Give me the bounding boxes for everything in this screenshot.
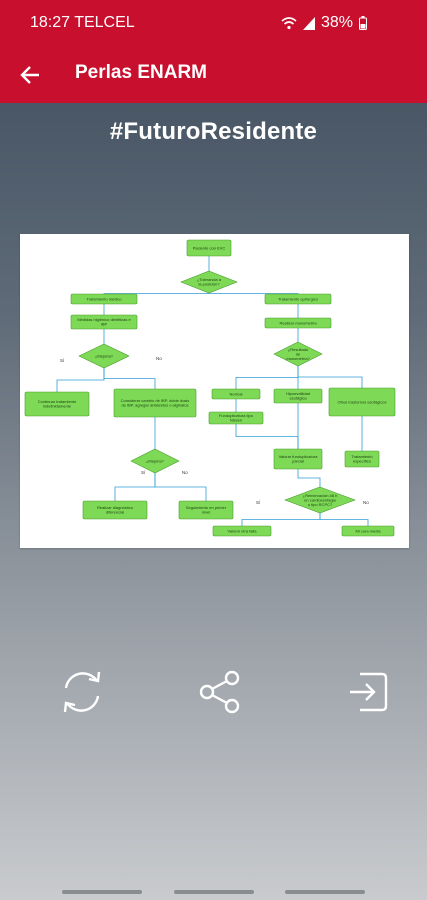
status-carrier: TELCEL <box>74 14 135 31</box>
flowchart-process-node <box>178 500 234 520</box>
action-bar <box>0 662 427 722</box>
flowchart-edge <box>56 368 105 392</box>
flowchart-process-node <box>344 450 380 468</box>
status-indicators: 38% <box>281 14 367 32</box>
flowchart-process-node <box>186 239 232 257</box>
flowchart-edge <box>241 513 321 526</box>
flowchart-process-node <box>113 388 197 418</box>
flowchart-node-label: ¿Mejoría? <box>95 353 114 358</box>
flowchart-edge <box>103 368 156 389</box>
refresh-button[interactable] <box>52 662 112 722</box>
nav-indicator-right[interactable] <box>285 890 365 894</box>
app-title: Perlas ENARM <box>75 62 207 83</box>
nav-indicator-left[interactable] <box>62 890 142 894</box>
flowchart-process-node <box>208 411 264 425</box>
flowchart-edge <box>114 473 156 501</box>
wifi-icon <box>281 16 297 29</box>
flowchart-process-node <box>70 314 138 330</box>
share-icon <box>199 670 240 714</box>
flowchart-process-node <box>211 388 261 400</box>
flowchart-edge-label: Sí <box>256 500 261 505</box>
arrow-left-icon <box>20 66 39 84</box>
refresh-icon <box>63 671 101 713</box>
flowchart-edge <box>235 424 299 449</box>
flowchart-process-node <box>341 525 395 537</box>
flowchart-process-node <box>264 317 332 329</box>
flowchart-edge <box>297 469 321 487</box>
signal-icon <box>302 16 315 30</box>
flowchart-decision-node <box>78 343 130 369</box>
flowchart-process-node <box>82 500 148 520</box>
flowchart-decision-node <box>130 448 180 474</box>
flowchart-node-label: Valorar otra falla <box>227 528 257 533</box>
status-time: 18:27 <box>30 14 71 31</box>
flowchart-decision-node <box>284 486 356 514</box>
system-nav-bar <box>0 884 427 900</box>
flowchart-node-label: ¿Mejoría? <box>146 458 165 463</box>
flowchart-process-node <box>273 388 323 404</box>
status-time-carrier: 18:27 TELCEL <box>30 14 135 32</box>
battery-icon <box>359 16 367 30</box>
flowchart-edge-label: No <box>363 500 369 505</box>
open-in-app-icon <box>350 672 388 712</box>
flowchart-process-node <box>273 448 323 470</box>
flowchart-process-node <box>24 391 90 417</box>
flowchart-edge-label: No <box>156 356 162 361</box>
app-bar: Perlas ENARM <box>0 46 427 103</box>
flowchart-edge <box>319 513 369 526</box>
open-button[interactable] <box>336 662 396 722</box>
flowchart-edge-label: No <box>182 470 188 475</box>
flowchart-process-node <box>264 293 332 305</box>
flowchart-edge <box>154 473 207 501</box>
flowchart-node-label: Otros trastornos esofágicos <box>338 399 387 404</box>
hashtag-title: #FuturoResidente <box>109 118 318 145</box>
flowchart-process-node <box>70 293 138 305</box>
flowchart-edge-label: Sí <box>60 358 65 363</box>
flowchart-edge-label: Sí <box>141 470 146 475</box>
flowchart-edge <box>297 366 363 388</box>
flowchart-node-label: Paciente con EVC <box>193 245 226 250</box>
status-bar: 18:27 TELCEL 38% <box>0 0 427 46</box>
flowchart-process-node <box>212 525 272 537</box>
flowchart-node-label: Mi cura media <box>355 528 381 533</box>
flowchart-decision-node <box>180 270 238 294</box>
flowchart-node-label: Tratamiento médico <box>86 296 122 301</box>
battery-level: 38% <box>320 14 353 31</box>
flowchart-node-label: Normal <box>230 391 243 396</box>
share-button[interactable] <box>190 662 250 722</box>
nav-indicator-center[interactable] <box>174 890 254 894</box>
flowchart-decision-node <box>273 341 323 367</box>
flowchart-edge <box>235 366 299 389</box>
back-button[interactable] <box>14 60 46 90</box>
flowchart-node-label: Tratamiento quirúrgico <box>278 296 319 301</box>
flowchart-node-label: Realizar manometría <box>279 320 317 325</box>
flowchart-process-node <box>328 387 396 417</box>
